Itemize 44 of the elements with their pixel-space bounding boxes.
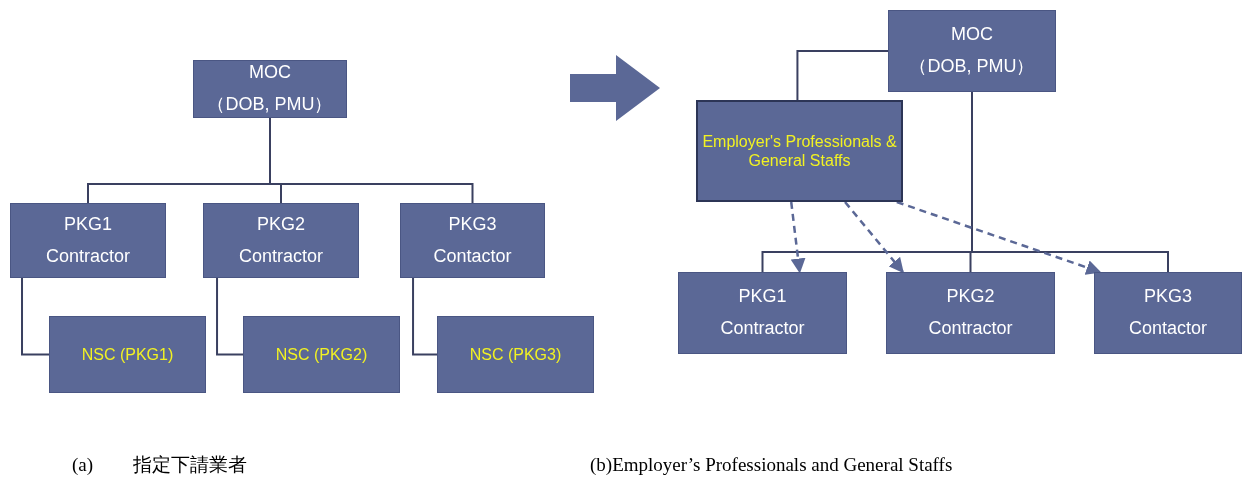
staff-box: [696, 100, 903, 202]
connector-line: [412, 277, 438, 356]
box-text: NSC (PKG3): [469, 344, 562, 365]
org-box: [886, 272, 1055, 354]
box-text: Contractor: [928, 318, 1013, 340]
box-text: Contactor: [1128, 318, 1207, 340]
dashed-arrow: [844, 201, 904, 274]
org-box: [400, 203, 545, 278]
org-box: [203, 203, 359, 278]
org-box: [437, 316, 594, 393]
box-text: NSC (PKG1): [81, 344, 174, 365]
dashed-arrow: [789, 201, 806, 274]
connector-line: [21, 277, 50, 356]
box-text: PKG3: [448, 213, 497, 236]
box-text: Contractor: [45, 245, 130, 268]
box-text: PKG1: [64, 213, 112, 236]
box-text: Contractor: [720, 318, 805, 340]
box-text: PKG2: [257, 213, 305, 236]
box-text: Contactor: [433, 245, 512, 268]
box-text: MOC: [951, 24, 993, 46]
connector-line: [269, 117, 474, 204]
box-text: PKG3: [1144, 286, 1192, 308]
box-text: PKG2: [946, 286, 995, 308]
org-box: [10, 203, 166, 278]
caption-text: (a): [72, 453, 94, 477]
org-box: [193, 60, 347, 118]
org-box: [888, 10, 1056, 92]
org-box: [49, 316, 206, 393]
org-box: [678, 272, 847, 354]
box-text: Contractor: [238, 245, 323, 268]
box-text: MOC: [249, 62, 291, 84]
org-box: [1094, 272, 1242, 354]
box-text: （DOB, PMU）: [207, 94, 333, 116]
connector-line: [971, 91, 1169, 273]
caption-text: (b)Employer’s Professionals and General Staffs: [590, 453, 953, 477]
box-text: PKG1: [738, 286, 787, 308]
caption-text: 指定下請業者: [133, 453, 247, 477]
connector-line: [796, 50, 889, 101]
org-box: [243, 316, 400, 393]
box-text: Employer's Professionals & General Staffs: [701, 131, 898, 171]
box-text: （DOB, PMU）: [909, 56, 1035, 78]
dashed-arrow: [896, 200, 1102, 275]
box-text: NSC (PKG2): [275, 344, 368, 365]
connector-line: [216, 277, 244, 356]
